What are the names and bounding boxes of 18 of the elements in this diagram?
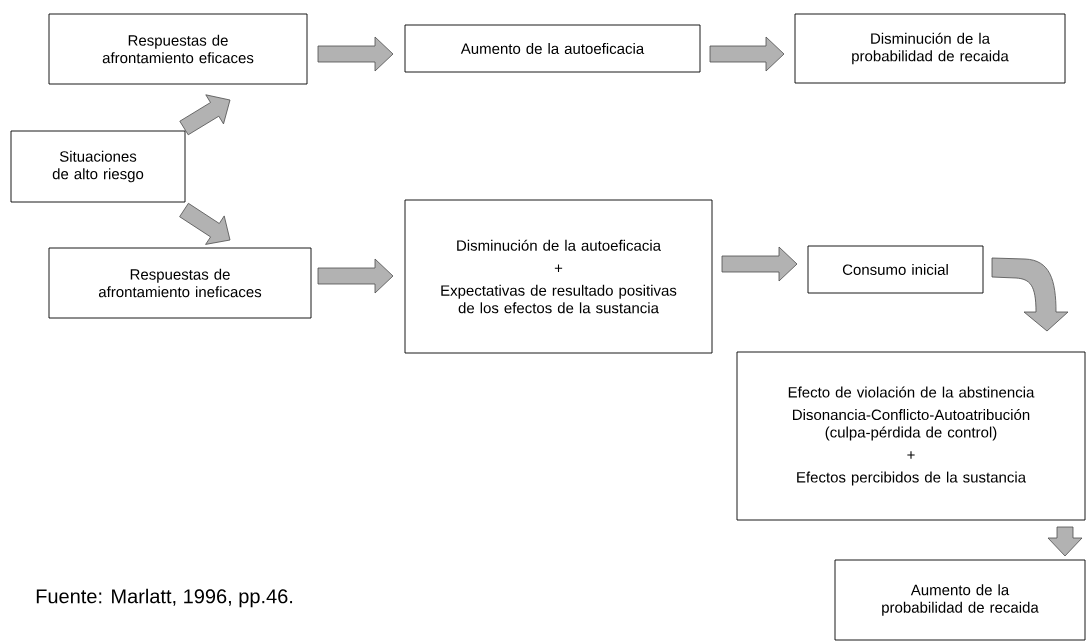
source-note: Fuente: Marlatt, 1996, pp.46. [36,588,293,608]
process-box: Disminución de la probabilidad de recaida [794,13,1066,84]
block-arrow [991,257,1069,332]
block-arrow [709,36,785,72]
block-arrow [179,202,231,245]
block-arrow [1047,526,1083,557]
process-box: Efecto de violación de la abstinencia Disonancia-Conflicto-Autoatribución (culpa-pérdida de control) + Efectos percibidos de la sustancia [736,351,1086,521]
block-arrow [317,36,394,72]
block-arrow [721,246,798,282]
process-box: Consumo inicial [807,245,984,294]
process-box: Aumento de la autoeficacia [404,24,701,73]
block-arrow [179,94,231,136]
process-box: Disminución de la autoeficacia + Expectativas de resultado positivas de los efectos de la sustancia [404,199,713,354]
process-box: Aumento de la probabilidad de recaida [834,559,1086,641]
block-arrow [317,258,394,294]
process-box: Situaciones de alto riesgo [10,130,186,203]
process-box: Respuestas de afrontamiento eficaces [48,13,308,85]
process-box: Respuestas de afrontamiento ineficaces [48,247,312,319]
